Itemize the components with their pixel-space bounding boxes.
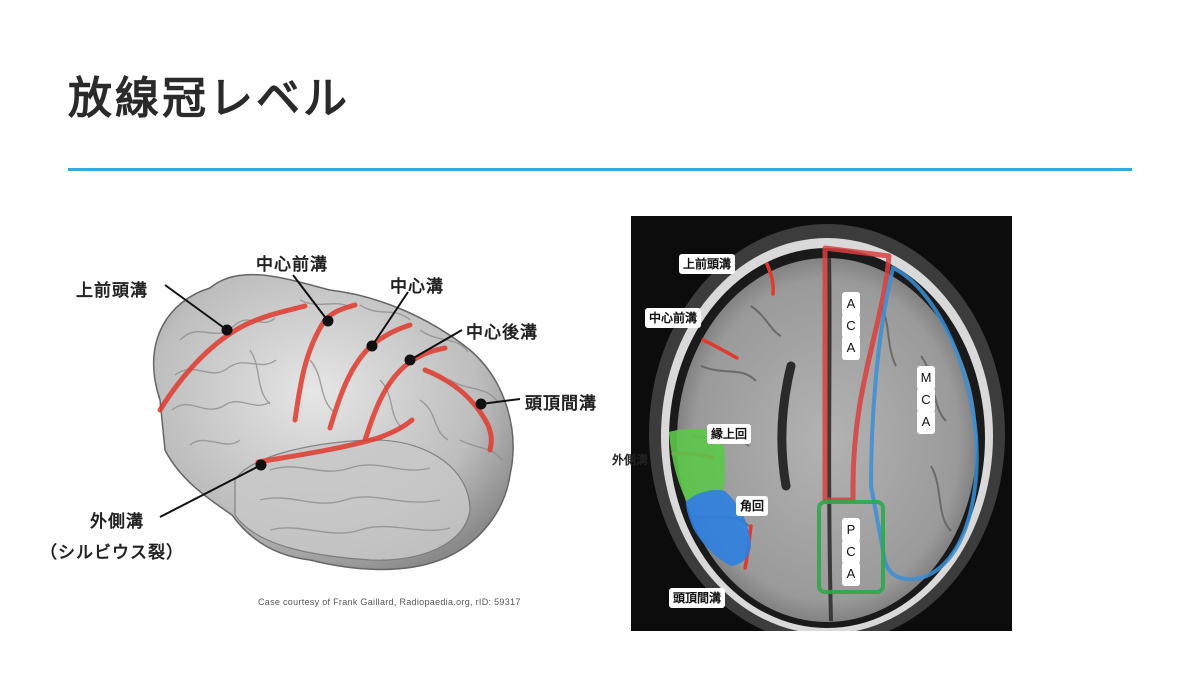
angular-gyrus-region [686,490,751,566]
precentral-sulcus-line [292,302,358,423]
mri-label-lateral-sulcus: 外側溝 [612,453,649,467]
aca-letter-3: A [842,336,860,360]
mca-letter-1: M [917,366,935,390]
superior-frontal-sulcus-line [157,303,308,413]
mca-letter-2: C [917,388,935,412]
mca-letter-3: A [917,410,935,434]
aca-territory-outline [822,245,892,503]
mri-superior-frontal-sulcus-line [765,262,775,296]
mri-label-intraparietal-sulcus: 頭頂間溝 [669,588,726,608]
label-sylvian-fissure: （シルビウス裂） [40,543,184,563]
lateral-sulcus-line [255,417,415,465]
mri-label-precentral-sulcus: 中心前溝 [645,308,702,328]
title-divider [68,168,1132,171]
axial-mri-panel: 上前頭溝 中心前溝 縁上回 角回 頭頂間溝 A C A M C A P C A [631,216,1012,631]
pca-letter-2: C [842,540,860,564]
label-intraparietal-sulcus: 頭頂間溝 [525,394,597,414]
mri-label-supramarginal-gyrus: 縁上回 [707,424,752,444]
aca-letter-2: C [842,314,860,338]
intraparietal-sulcus-line [422,367,494,453]
label-postcentral-sulcus: 中心後溝 [466,323,538,343]
label-lateral-sulcus: 外側溝 [90,512,144,532]
mri-label-angular-gyrus: 角回 [736,496,769,516]
slide-title: 放線冠レベル [68,73,350,124]
label-superior-frontal-sulcus: 上前頭溝 [76,281,148,301]
pca-letter-1: P [842,518,860,542]
mri-label-superior-frontal-sulcus: 上前頭溝 [679,254,736,274]
label-central-sulcus: 中心溝 [390,277,444,297]
axial-mri-illustration [649,224,1005,631]
image-credit: Case courtesy of Frank Gaillard, Radiopa… [258,597,521,607]
interhemispheric-fissure [827,257,833,622]
mri-precentral-sulcus-line [701,338,739,360]
highlighted-sulci [157,302,494,465]
label-precentral-sulcus: 中心前溝 [256,255,328,275]
lateral-ventricle [777,361,796,491]
pca-letter-3: A [842,562,860,586]
aca-letter-1: A [842,292,860,316]
pointers [159,274,521,518]
lateral-brain-illustration [152,273,521,571]
supramarginal-gyrus-region [669,429,725,500]
pca-territory-outline [817,500,885,594]
mca-territory-outline [868,265,979,582]
